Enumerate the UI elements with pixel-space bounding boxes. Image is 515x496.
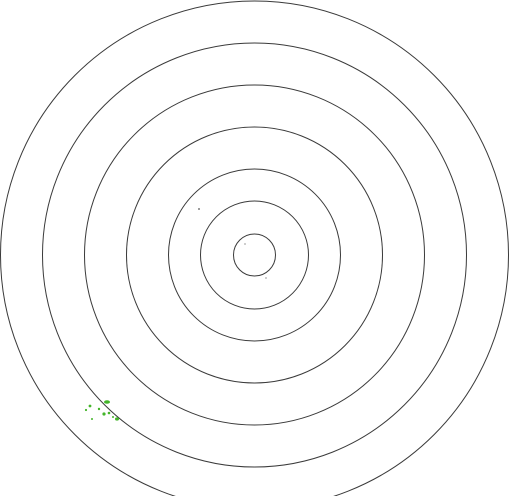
hit-mark (112, 416, 114, 418)
speck (198, 208, 200, 210)
ring-4 (168, 168, 341, 342)
hit-mark (88, 404, 92, 408)
hit-mark (84, 408, 88, 412)
ring-6 (84, 84, 425, 426)
speck (244, 243, 246, 245)
hit-mark (102, 412, 106, 416)
hit-mark (91, 418, 93, 420)
hit-cluster (84, 400, 119, 421)
ring-2 (233, 233, 276, 277)
hit-mark (104, 400, 110, 404)
speck (265, 277, 267, 279)
ring-7 (42, 42, 467, 468)
hit-mark (97, 407, 101, 411)
stray-specks (198, 208, 267, 279)
hit-mark (107, 411, 111, 415)
ring-5 (126, 126, 383, 384)
ring-3 (200, 200, 309, 310)
hit-mark (115, 417, 119, 421)
